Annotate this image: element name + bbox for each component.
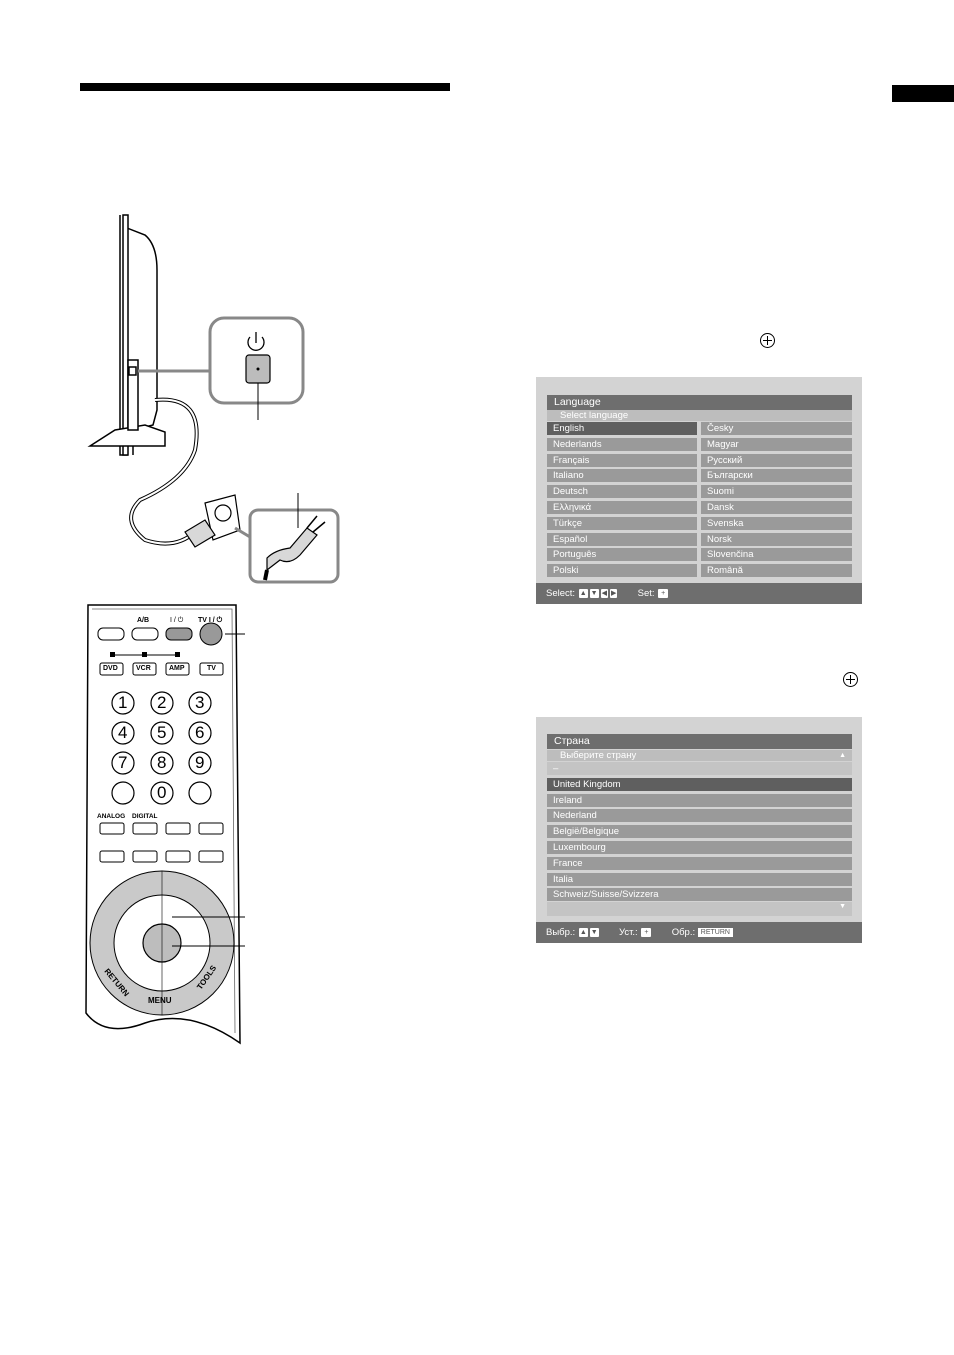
footer-back-label: Обр.: [671, 927, 696, 938]
key-8[interactable]: 8 [157, 753, 167, 772]
country-option[interactable]: Ireland [547, 793, 852, 807]
footer-select-label: Select: [546, 588, 576, 599]
page-tab-marker [892, 85, 954, 102]
language-menu: Language Select language Select: ▲▼◀▶ Se… [536, 377, 862, 604]
country-menu-subtitle: Выберите страну [547, 750, 852, 761]
language-option[interactable]: Български [701, 469, 852, 483]
language-option[interactable]: Español [547, 532, 697, 546]
language-menu-title: Language [547, 395, 852, 410]
key-4[interactable]: 4 [118, 723, 128, 742]
analog-label: ANALOG [97, 813, 126, 820]
country-option[interactable]: Schweiz/Suisse/Svizzera [547, 888, 852, 902]
language-option[interactable]: Nederlands [547, 437, 697, 451]
language-option[interactable]: Français [547, 453, 697, 467]
country-option[interactable]: België/Belgique [547, 825, 852, 839]
language-option[interactable]: Português [547, 548, 697, 562]
language-menu-subtitle: Select language [547, 410, 852, 421]
language-option[interactable]: Română [701, 564, 852, 578]
scroll-up-icon[interactable]: ▲ [839, 752, 846, 759]
country-option[interactable]: – [547, 762, 852, 775]
enter-button-icon-2 [843, 672, 858, 687]
power-button-label: I / ⏻ [170, 617, 184, 624]
language-option[interactable]: Italiano [547, 469, 697, 483]
wall-socket [204, 494, 241, 541]
language-option[interactable]: Dansk [701, 501, 852, 514]
country-option[interactable]: Nederland [547, 809, 852, 823]
country-option[interactable]: Italia [547, 872, 852, 886]
footer-set-label: Set: [637, 588, 655, 599]
tv-illustration [87, 214, 340, 584]
key-3[interactable]: 3 [195, 693, 205, 712]
language-option[interactable]: Türkçe [547, 516, 697, 530]
section-header-rule [80, 83, 450, 91]
language-menu-footer: Select: ▲▼◀▶ Set: + [536, 583, 862, 604]
language-option[interactable]: Suomi [701, 485, 852, 499]
country-menu-title: Страна [547, 734, 852, 749]
language-option[interactable]: Deutsch [547, 485, 697, 499]
language-option[interactable]: Slovenčina [701, 548, 852, 562]
footer-set-label: Уст.: [618, 927, 638, 938]
mode-amp[interactable]: AMP [169, 665, 185, 672]
plug [184, 519, 216, 548]
language-option[interactable]: Magyar [701, 437, 852, 451]
mode-vcr[interactable]: VCR [136, 665, 151, 672]
language-option[interactable]: English [547, 422, 697, 435]
language-option[interactable]: Norsk [701, 532, 852, 546]
language-option[interactable]: Svenska [701, 516, 852, 530]
menu-label[interactable]: MENU [148, 996, 172, 1005]
mode-tv[interactable]: TV [207, 665, 216, 672]
key-7[interactable]: 7 [118, 753, 128, 772]
tv-power-label: TV I / ⏻ [198, 617, 223, 624]
key-9[interactable]: 9 [195, 753, 205, 772]
ab-button-label: A/B [137, 617, 150, 624]
enter-button-icon [760, 333, 775, 348]
digital-label: DIGITAL [132, 813, 158, 820]
key-6[interactable]: 6 [195, 723, 205, 742]
language-option[interactable]: Polski [547, 564, 697, 578]
key-5[interactable]: 5 [157, 723, 167, 742]
key-2[interactable]: 2 [157, 693, 167, 712]
language-option[interactable]: Ελληνικά [547, 501, 697, 514]
country-menu-footer: Выбр.: ▲▼ Уст.: + Обр.: RETURN [536, 922, 862, 943]
country-menu: Страна Выберите страну ▲ ▼ Выбр.: ▲▼ Уст… [536, 717, 862, 943]
footer-select-label: Выбр.: [546, 927, 576, 938]
language-option[interactable]: Česky [701, 422, 852, 435]
country-list-end [547, 902, 852, 916]
key-1[interactable]: 1 [118, 693, 128, 712]
remote-control: A/B I / ⏻ TV I / ⏻ DVD VCR AMP TV 1 2 3 … [80, 603, 260, 1048]
key-0[interactable]: 0 [157, 783, 167, 802]
language-option[interactable]: Русский [701, 453, 852, 467]
scroll-down-icon[interactable]: ▼ [839, 903, 846, 910]
country-option[interactable]: United Kingdom [547, 777, 852, 791]
return-key-icon: RETURN [697, 927, 733, 937]
country-option[interactable]: Luxembourg [547, 841, 852, 854]
country-option[interactable]: France [547, 856, 852, 870]
mode-dvd[interactable]: DVD [103, 665, 118, 672]
power-icon [247, 332, 265, 351]
